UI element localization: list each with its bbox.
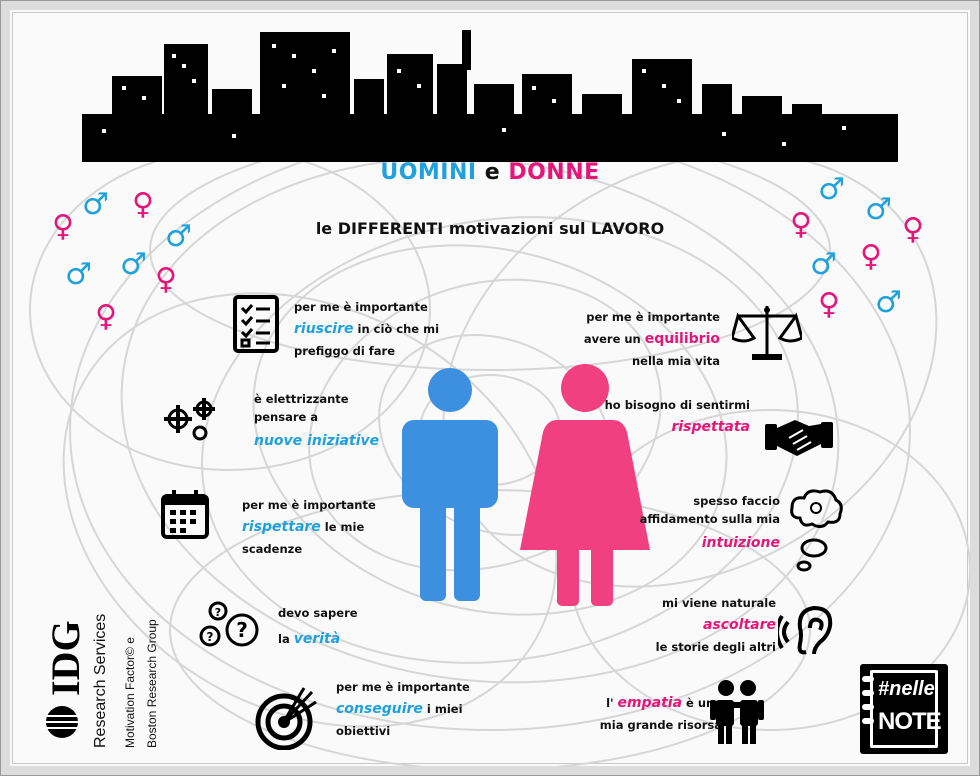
checklist-icon xyxy=(233,295,279,353)
source-credit-line2: Boston Research Group xyxy=(145,619,159,748)
women-item-5-line1: l' xyxy=(606,696,618,710)
source-credit-line1: Motivation Factor© e xyxy=(123,637,137,748)
men-item-4: devo sapere la verità xyxy=(278,602,418,650)
idg-brand: IDG xyxy=(43,620,88,696)
women-item-2-line1: ho bisogno di sentirmi xyxy=(604,398,750,412)
men-item-2: è elettrizzante pensare a nuove iniziati… xyxy=(254,390,414,452)
man-figure xyxy=(402,368,498,601)
women-keyword-empatia: empatia xyxy=(617,695,683,711)
female-symbol-icon: ♀ xyxy=(132,187,154,222)
men-item-2-line1: è elettrizzante xyxy=(254,392,349,406)
men-item-5: per me è importante conseguire i miei ob… xyxy=(336,676,516,742)
women-item-1-line3: nella mia vita xyxy=(631,354,720,368)
men-keyword-nuove-iniziative: nuove iniziative xyxy=(254,433,380,449)
female-symbol-icon: ♀ xyxy=(902,212,924,247)
ear-icon xyxy=(778,605,833,655)
men-keyword-rispettare: rispettare xyxy=(242,519,321,535)
men-item-1: per me è importante riuscire in ciò che … xyxy=(294,296,494,362)
men-item-2-line2: pensare a xyxy=(254,410,319,424)
women-item-2: ho bisogno di sentirmi rispettata xyxy=(570,394,750,438)
women-item-5: l' empatia è una mia grande risorsa xyxy=(550,692,722,736)
badge-line1: #nelle xyxy=(878,678,935,700)
idg-globe-logo xyxy=(46,706,78,738)
idg-brand-sub: Research Services xyxy=(92,613,109,748)
men-item-3-line3: scadenze xyxy=(242,542,303,556)
svg-text:?: ? xyxy=(236,618,248,642)
men-item-5-line2: i miei xyxy=(422,702,463,716)
female-symbol-icon: ♀ xyxy=(155,262,177,297)
inner-frame xyxy=(12,12,968,764)
men-item-3: per me è importante rispettare le mie sc… xyxy=(242,494,422,560)
calendar-icon xyxy=(161,490,209,539)
women-keyword-equilibrio: equilibrio xyxy=(644,331,720,347)
target-icon xyxy=(255,687,317,750)
male-symbol-icon: ♂ xyxy=(65,257,92,292)
women-item-3-line1: spesso faccio xyxy=(693,494,780,508)
title-men: UOMINI xyxy=(380,160,477,185)
male-symbol-icon: ♂ xyxy=(165,219,192,254)
women-item-1-line1: per me è importante xyxy=(586,310,720,324)
men-item-3-line2: le mie xyxy=(320,520,365,534)
notebook-rings xyxy=(862,676,874,740)
city-skyline xyxy=(82,30,898,162)
title-women: DONNE xyxy=(508,160,600,185)
women-item-5-line3: mia grande risorsa xyxy=(599,718,722,732)
women-item-4-line3: le storie degli altri xyxy=(655,640,776,654)
male-symbol-icon: ♂ xyxy=(810,247,837,282)
female-symbol-icon: ♀ xyxy=(818,287,840,322)
balance-scale-icon xyxy=(732,306,802,360)
men-item-5-line3: obiettivi xyxy=(336,724,391,738)
male-symbol-icon: ♂ xyxy=(875,285,902,320)
male-symbol-icon: ♂ xyxy=(818,172,845,207)
male-symbol-icon: ♂ xyxy=(82,187,109,222)
women-item-1: per me è importante avere un equilibrio … xyxy=(530,306,720,372)
female-symbol-icon: ♀ xyxy=(95,299,117,334)
men-keyword-riuscire: riuscire xyxy=(294,321,354,337)
women-item-3-line2: affidamento sulla mia xyxy=(639,512,780,526)
svg-text:?: ? xyxy=(207,630,214,644)
men-item-4-line2: la xyxy=(278,632,294,646)
thought-bubble-icon xyxy=(790,489,843,572)
handshake-icon xyxy=(765,420,833,456)
male-symbol-icon: ♂ xyxy=(865,192,892,227)
men-item-1-line2: in ciò che mi xyxy=(353,322,440,336)
page-title: UOMINI e DONNE xyxy=(340,160,640,185)
nelle-note-badge: #nelle NOTE xyxy=(860,664,948,754)
title-and: e xyxy=(484,160,501,185)
female-symbol-icon: ♀ xyxy=(790,207,812,242)
women-keyword-ascoltare: ascoltare xyxy=(702,617,776,633)
women-item-1-line2: avere un xyxy=(583,332,645,346)
male-symbol-icon: ♂ xyxy=(120,247,147,282)
badge-line2: NOTE xyxy=(878,708,942,735)
men-item-3-line1: per me è importante xyxy=(242,498,376,512)
women-item-4: mi viene naturale ascoltare le storie de… xyxy=(590,592,776,658)
women-item-4-line1: mi viene naturale xyxy=(662,596,776,610)
page-subtitle: le DIFFERENTI motivazioni sul LAVORO xyxy=(315,219,665,238)
female-symbol-icon: ♀ xyxy=(52,209,74,244)
men-item-5-line1: per me è importante xyxy=(336,680,470,694)
men-item-1-line3: prefiggo di fare xyxy=(294,344,396,358)
men-keyword-conseguire: conseguire xyxy=(336,701,423,717)
women-item-3: spesso faccio affidamento sulla mia intu… xyxy=(590,492,780,554)
women-keyword-intuizione: intuizione xyxy=(701,535,780,551)
men-item-1-line1: per me è importante xyxy=(294,300,428,314)
women-keyword-rispettata: rispettata xyxy=(671,419,750,435)
gears-icon xyxy=(164,398,215,441)
woman-figure xyxy=(520,364,650,606)
question-marks-icon: ? ? ? xyxy=(199,601,259,647)
men-item-4-line1: devo sapere xyxy=(278,606,358,620)
men-keyword-verita: verità xyxy=(293,631,341,647)
svg-text:?: ? xyxy=(215,606,221,619)
female-symbol-icon: ♀ xyxy=(860,239,882,274)
people-embracing-icon xyxy=(710,680,764,744)
